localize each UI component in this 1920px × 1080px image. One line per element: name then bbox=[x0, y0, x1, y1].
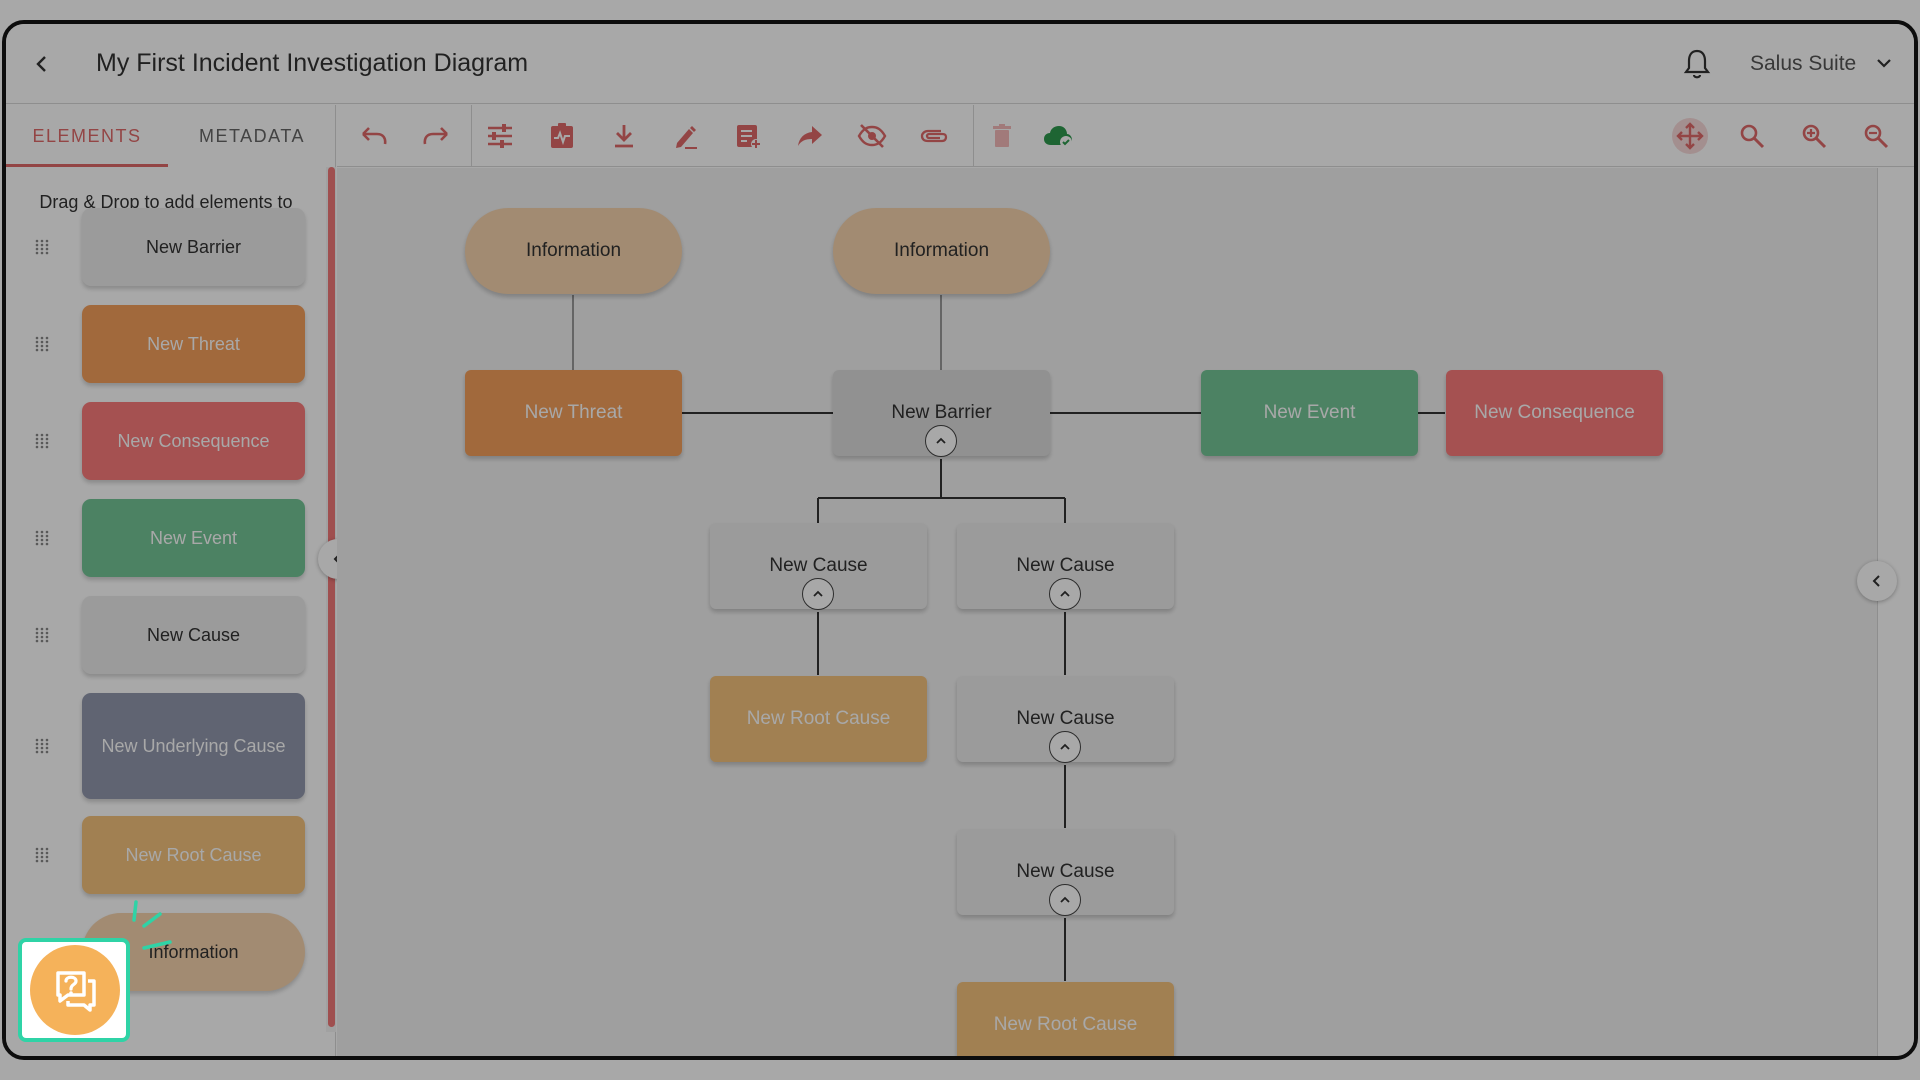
connector-line bbox=[817, 459, 1066, 523]
palette-item-new-consequence[interactable]: New Consequence bbox=[82, 402, 305, 480]
note-add-icon bbox=[737, 125, 761, 149]
drag-handle-icon[interactable] bbox=[34, 737, 50, 755]
pan-button[interactable] bbox=[1672, 118, 1708, 154]
zoom-in-icon bbox=[1802, 124, 1827, 149]
top-header: My First Incident Investigation Diagram … bbox=[6, 24, 1914, 104]
tab-elements[interactable]: ELEMENTS bbox=[6, 105, 168, 167]
chevron-down-icon[interactable] bbox=[1876, 57, 1892, 69]
drag-handle-icon[interactable] bbox=[34, 846, 50, 864]
redo-icon bbox=[423, 127, 448, 145]
chevron-up-icon bbox=[1060, 590, 1070, 597]
collapse-toggle[interactable] bbox=[1049, 884, 1081, 916]
redo-button[interactable] bbox=[419, 119, 453, 153]
search-icon bbox=[1740, 124, 1765, 149]
settings-button[interactable] bbox=[483, 119, 517, 153]
drag-handle-icon[interactable] bbox=[34, 432, 50, 450]
bell-icon bbox=[1683, 49, 1711, 79]
page-title: My First Incident Investigation Diagram bbox=[96, 49, 529, 77]
diagram-node-info[interactable]: Information bbox=[833, 208, 1050, 294]
palette-item-new-underlying-cause[interactable]: New Underlying Cause bbox=[82, 693, 305, 799]
chevron-up-icon bbox=[936, 437, 946, 444]
help-button[interactable] bbox=[30, 945, 120, 1035]
diagram-node-root[interactable]: New Root Cause bbox=[710, 676, 927, 762]
search-button[interactable] bbox=[1735, 119, 1769, 153]
undo-icon bbox=[362, 127, 387, 145]
collapse-toggle[interactable] bbox=[802, 578, 834, 610]
chevron-up-icon bbox=[1060, 743, 1070, 750]
chevron-up-icon bbox=[813, 590, 823, 597]
tune-icon bbox=[488, 124, 512, 148]
diagram-toolbar bbox=[337, 105, 1914, 167]
palette-item-new-barrier[interactable]: New Barrier bbox=[82, 208, 305, 286]
clipboard-pulse-icon bbox=[551, 123, 573, 148]
zoom-out-button[interactable] bbox=[1859, 119, 1893, 153]
expand-right-panel-button[interactable] bbox=[1857, 561, 1897, 601]
diagram-node-consequence[interactable]: New Consequence bbox=[1446, 370, 1663, 456]
zoom-in-button[interactable] bbox=[1797, 119, 1831, 153]
diagram-node-barrier[interactable]: New Barrier bbox=[833, 370, 1050, 456]
diagram-node-root[interactable]: New Root Cause bbox=[957, 982, 1174, 1056]
tab-metadata[interactable]: METADATA bbox=[199, 126, 305, 146]
back-button[interactable] bbox=[28, 50, 56, 78]
zoom-out-icon bbox=[1864, 124, 1889, 149]
report-button[interactable] bbox=[545, 119, 579, 153]
diagram-node-cause[interactable]: New Cause bbox=[957, 676, 1174, 762]
download-icon bbox=[615, 125, 633, 148]
undo-button[interactable] bbox=[357, 119, 391, 153]
cloud-done-icon bbox=[1044, 126, 1072, 148]
palette-item-new-root-cause[interactable]: New Root Cause bbox=[82, 816, 305, 894]
attachment-button[interactable] bbox=[917, 119, 951, 153]
sidebar-scrollbar[interactable] bbox=[328, 167, 335, 1027]
drag-handle-icon[interactable] bbox=[34, 238, 50, 256]
delete-button[interactable] bbox=[985, 119, 1019, 153]
help-chat-icon bbox=[56, 971, 96, 1012]
sparkle-icon bbox=[132, 900, 172, 950]
palette-item-new-cause[interactable]: New Cause bbox=[82, 596, 305, 674]
sidebar-tabs: ELEMENTS METADATA bbox=[6, 105, 336, 167]
chevron-left-icon bbox=[1872, 575, 1880, 587]
save-status-button[interactable] bbox=[1041, 119, 1075, 153]
toolbar-divider bbox=[471, 105, 472, 167]
visibility-off-icon bbox=[857, 124, 887, 148]
diagram-node-event[interactable]: New Event bbox=[1201, 370, 1418, 456]
collapse-toggle[interactable] bbox=[925, 425, 957, 457]
add-note-button[interactable] bbox=[731, 119, 765, 153]
edit-icon bbox=[676, 126, 697, 149]
app-window: My First Incident Investigation Diagram … bbox=[2, 20, 1918, 1060]
pan-icon bbox=[1676, 122, 1704, 150]
edit-button[interactable] bbox=[669, 119, 703, 153]
attachment-icon bbox=[920, 129, 948, 143]
drag-handle-icon[interactable] bbox=[34, 626, 50, 644]
delete-icon bbox=[993, 124, 1011, 147]
suite-selector[interactable]: Salus Suite bbox=[1750, 52, 1857, 75]
download-button[interactable] bbox=[607, 119, 641, 153]
collapse-toggle[interactable] bbox=[1049, 578, 1081, 610]
chevron-left-icon bbox=[36, 56, 46, 72]
toggle-visibility-button[interactable] bbox=[855, 119, 889, 153]
palette-item-new-event[interactable]: New Event bbox=[82, 499, 305, 577]
share-icon bbox=[798, 126, 822, 146]
right-panel-strip bbox=[1877, 168, 1914, 1056]
diagram-connectors bbox=[572, 295, 1445, 981]
collapse-toggle[interactable] bbox=[1049, 731, 1081, 763]
drag-handle-icon[interactable] bbox=[34, 529, 50, 547]
palette-item-new-threat[interactable]: New Threat bbox=[82, 305, 305, 383]
toolbar-divider bbox=[973, 105, 974, 167]
diagram-node-info[interactable]: Information bbox=[465, 208, 682, 294]
drag-handle-icon[interactable] bbox=[34, 335, 50, 353]
notifications-button[interactable] bbox=[1682, 48, 1712, 80]
elements-sidebar: ELEMENTS METADATA Drag & Drop to add ele… bbox=[6, 105, 336, 1056]
chevron-up-icon bbox=[1060, 896, 1070, 903]
share-button[interactable] bbox=[793, 119, 827, 153]
diagram-node-threat[interactable]: New Threat bbox=[465, 370, 682, 456]
